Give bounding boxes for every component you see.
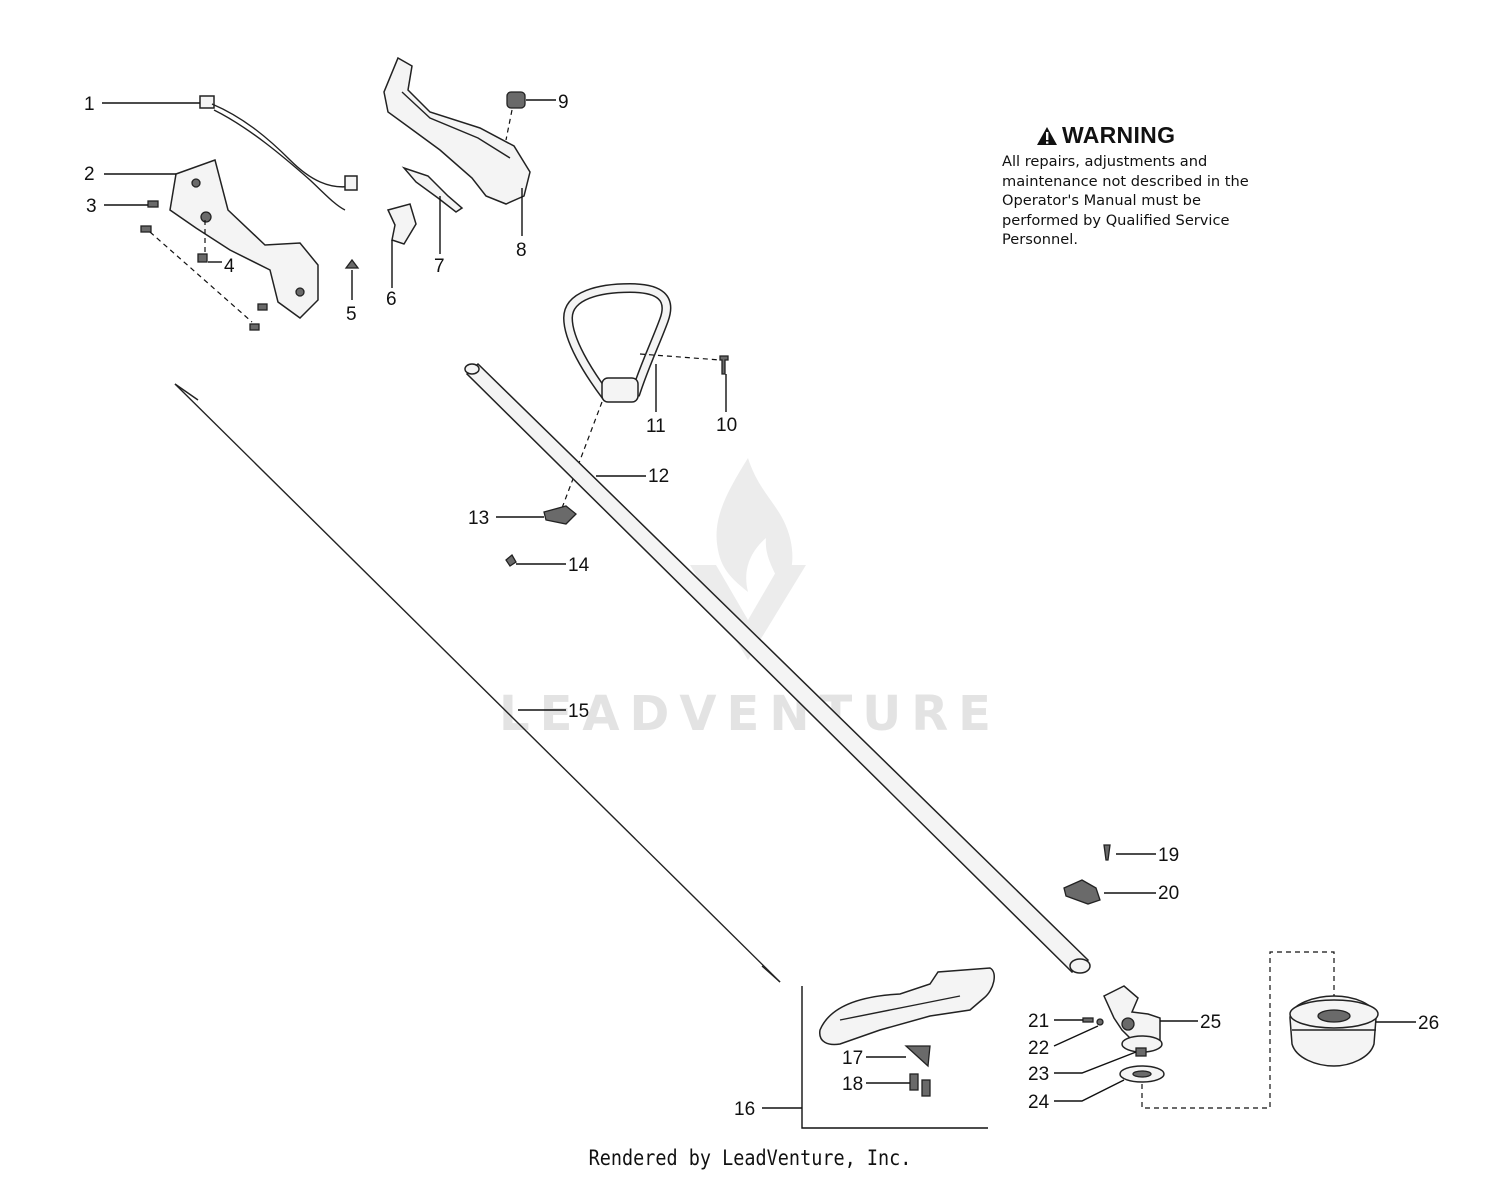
callout-4: 4 [224, 256, 235, 277]
callout-21: 21 [1028, 1011, 1049, 1032]
part-2-clutch-housing [169, 159, 319, 319]
callout-18: 18 [842, 1074, 863, 1095]
leader-24 [1054, 1079, 1125, 1102]
callout-20: 20 [1158, 883, 1179, 904]
callout-23: 23 [1028, 1064, 1049, 1085]
dashed-assembly-line-13 [561, 401, 603, 509]
callout-8: 8 [516, 240, 527, 261]
part-8-handle-housing [383, 56, 531, 205]
callout-1: 1 [84, 94, 95, 115]
part-21-screw [1082, 1017, 1094, 1023]
part-15-drive-shaft [174, 383, 781, 983]
dashed-assembly-line-9 [505, 109, 513, 141]
callout-11: 11 [646, 416, 666, 437]
footer-credit: Rendered by LeadVenture, Inc. [588, 1146, 912, 1170]
warning-title: WARNING [1062, 122, 1176, 148]
leader-22 [1053, 1025, 1099, 1047]
callout-3: 3 [86, 196, 97, 217]
callout-13: 13 [468, 508, 489, 529]
warning-triangle-icon [1037, 126, 1057, 145]
part-18-screws [909, 1073, 931, 1097]
callout-26: 26 [1418, 1013, 1439, 1034]
part-6-throttle-trigger [386, 203, 417, 245]
part-23-retainer [1135, 1047, 1147, 1057]
callout-22: 22 [1028, 1038, 1049, 1059]
dashed-assembly-line-26 [1141, 951, 1335, 1109]
callout-2: 2 [84, 164, 95, 185]
part-13-clamp [543, 505, 577, 525]
part-5-small-clip [344, 258, 360, 269]
part-1-throttle-cable [199, 95, 358, 211]
leader-23 [1054, 1051, 1137, 1074]
callout-17: 17 [842, 1048, 863, 1069]
callout-12: 12 [648, 466, 669, 487]
part-16-trimmer-guard [819, 967, 995, 1046]
dashed-assembly-line-10 [639, 353, 721, 361]
part-25-gear-head [1103, 985, 1163, 1053]
dashed-assembly-line-3 [149, 231, 253, 323]
callout-16: 16 [734, 1099, 755, 1120]
part-16-guard-assembly [801, 986, 988, 1129]
part-7-throttle-lockout [401, 166, 464, 213]
callout-7: 7 [434, 256, 445, 277]
callout-25: 25 [1200, 1012, 1221, 1033]
part-11-loop-handle [562, 282, 672, 403]
callout-14: 14 [568, 555, 590, 576]
part-24-washer [1119, 1065, 1165, 1083]
callout-5: 5 [346, 304, 357, 325]
part-20-bracket [1063, 879, 1101, 905]
part-14-screw [505, 554, 517, 567]
part-22-washer [1096, 1018, 1104, 1026]
warning-body: All repairs, adjustments and maintenance… [1002, 153, 1249, 249]
callout-6: 6 [386, 289, 397, 310]
part-17-line-cutter-blade [904, 1045, 931, 1068]
part-26-trimmer-head [1289, 995, 1379, 1067]
part-12-shaft-tube [464, 362, 1091, 974]
part-19-screw [1103, 844, 1111, 861]
part-4-nut [197, 253, 208, 263]
warning-notice: WARNING All repairs, adjustments and mai… [1002, 122, 1272, 250]
warning-title-row: WARNING [1036, 122, 1272, 149]
part-9-knob [506, 91, 526, 109]
part-10-bolt [719, 355, 729, 375]
callout-19: 19 [1158, 845, 1179, 866]
part-3-screw [140, 200, 268, 331]
callout-24: 24 [1028, 1092, 1050, 1113]
callout-10: 10 [716, 415, 737, 436]
callout-9: 9 [558, 92, 569, 113]
callout-15: 15 [568, 701, 589, 722]
